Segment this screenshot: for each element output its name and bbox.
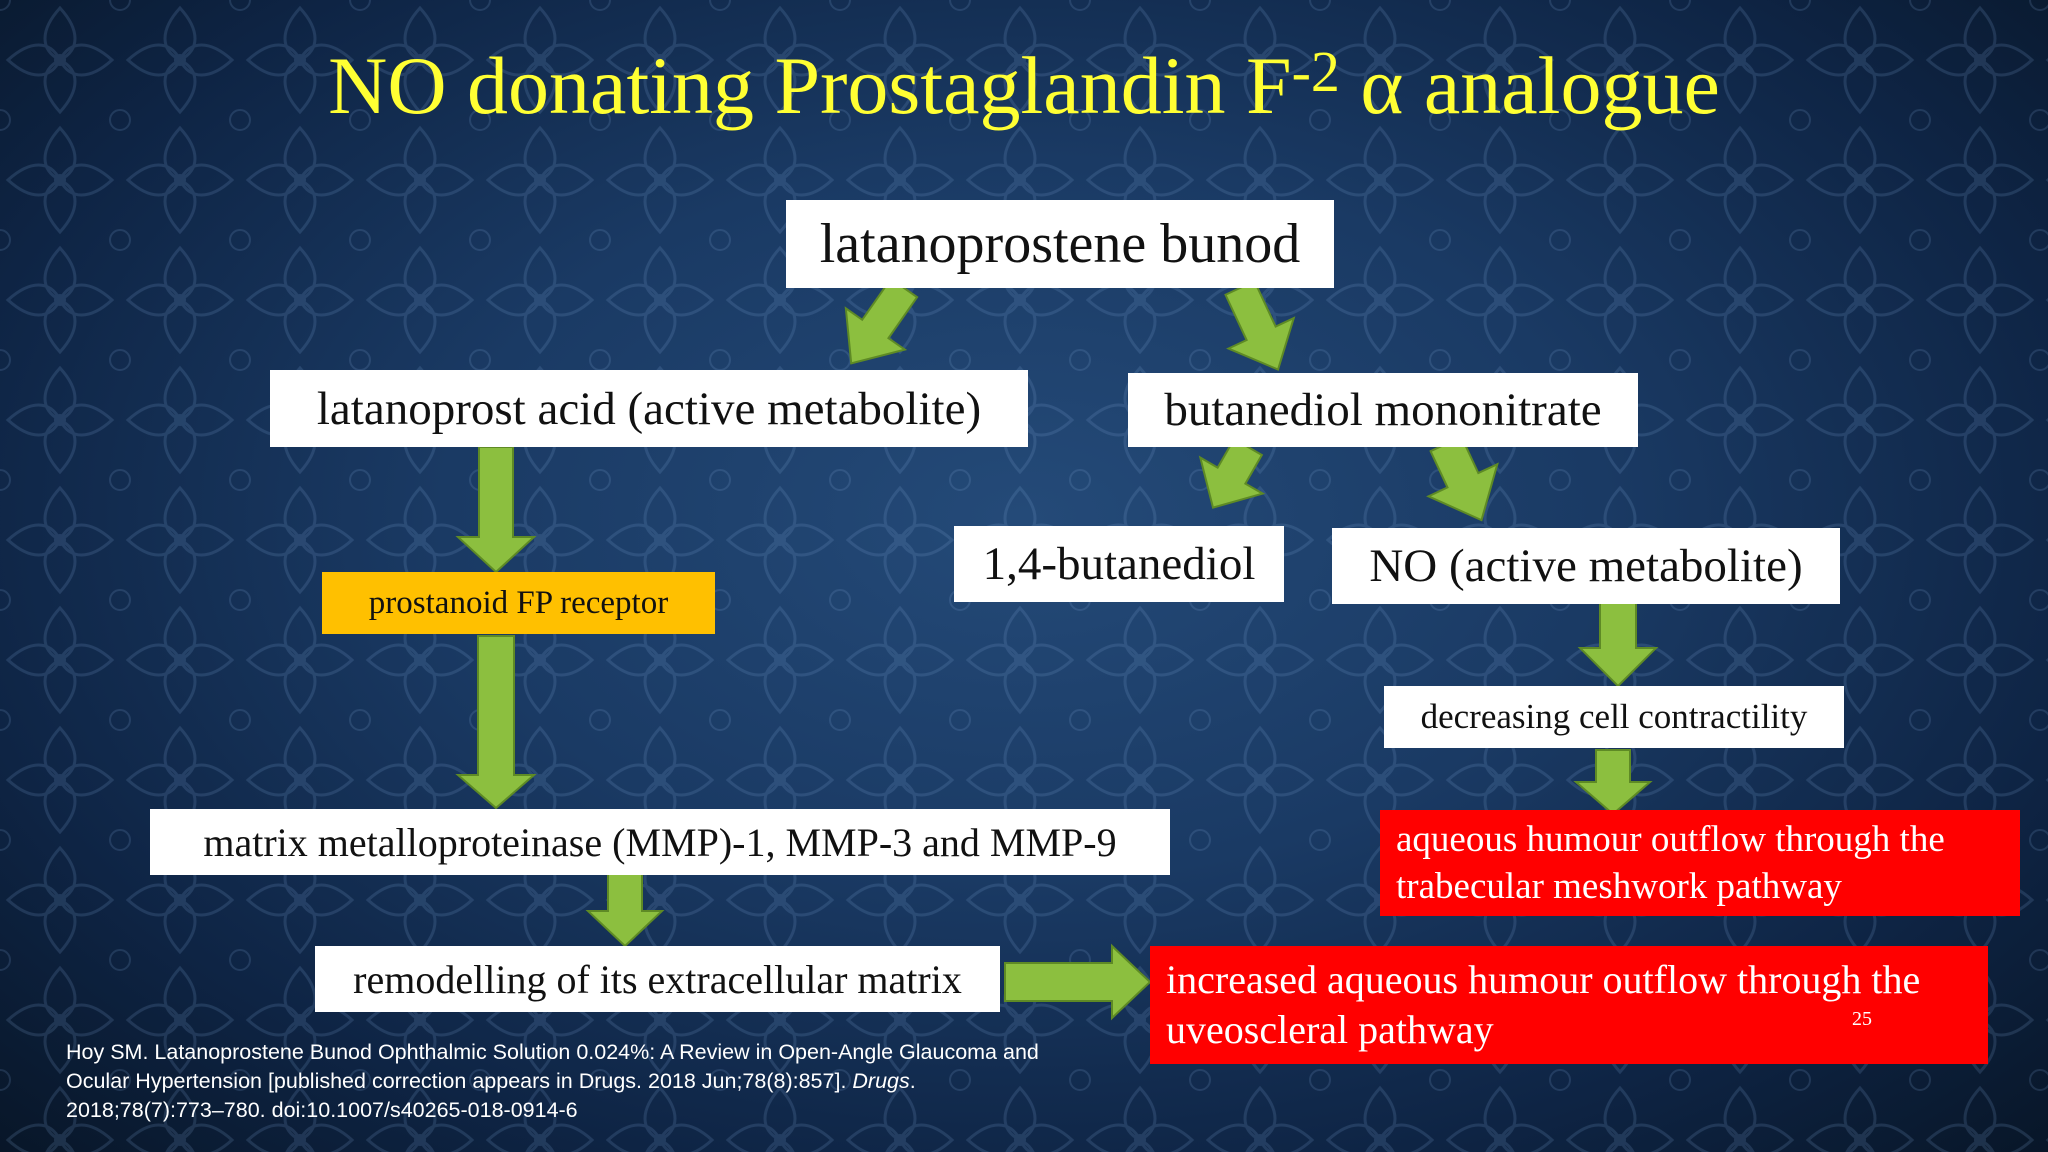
node-label: aqueous humour outflow through the trabe… (1396, 819, 1945, 907)
node-decreasing-cell-contractility: decreasing cell contractility (1384, 686, 1844, 748)
arrow-receptor-to-mmp (455, 635, 537, 810)
node-label: butanediol mononitrate (1164, 384, 1602, 436)
slide-title: NO donating Prostaglandin F-2 α analogue (0, 36, 2048, 136)
node-prostanoid-fp-receptor: prostanoid FP receptor (322, 572, 715, 634)
node-label: matrix metalloproteinase (MMP)-1, MMP-3 … (203, 819, 1117, 865)
page-number: 25 (1852, 1008, 1872, 1030)
node-uveoscleral-outflow: increased aqueous humour outflow through… (1150, 946, 1988, 1064)
node-label: latanoprostene bunod (819, 213, 1301, 275)
node-label: increased aqueous humour outflow through… (1166, 957, 1921, 1052)
node-label: 1,4-butanediol (982, 538, 1256, 590)
reference-journal: Drugs (852, 1069, 910, 1093)
node-label: remodelling of its extracellular matrix (353, 956, 962, 1002)
arrow-acid-to-receptor (455, 446, 537, 574)
node-mmp: matrix metalloproteinase (MMP)-1, MMP-3 … (150, 809, 1170, 875)
node-latanoprostene-bunod: latanoprostene bunod (786, 200, 1334, 288)
node-label: latanoprost acid (active metabolite) (316, 382, 982, 435)
node-label: decreasing cell contractility (1420, 697, 1808, 736)
node-butanediol-mononitrate: butanediol mononitrate (1128, 373, 1638, 447)
reference-details: . 2018;78(7):773–780. doi:10.1007/s40265… (66, 1069, 916, 1122)
node-no-active-metabolite: NO (active metabolite) (1332, 528, 1840, 604)
title-end: α analogue (1339, 40, 1720, 131)
arrow-mmp-to-remodelling (585, 871, 665, 948)
node-label: prostanoid FP receptor (368, 584, 669, 621)
arrow-root-to-nitrate (1224, 279, 1296, 371)
reference-text: Hoy SM. Latanoprostene Bunod Ophthalmic … (66, 1040, 1039, 1093)
node-latanoprost-acid: latanoprost acid (active metabolite) (270, 370, 1028, 447)
reference-citation: Hoy SM. Latanoprostene Bunod Ophthalmic … (66, 1038, 1056, 1125)
node-1-4-butanediol: 1,4-butanediol (954, 526, 1284, 602)
title-superscript: -2 (1291, 39, 1340, 104)
node-remodelling: remodelling of its extracellular matrix (315, 946, 1000, 1012)
arrow-contractility-to-trabecular (1573, 749, 1653, 816)
node-trabecular-outflow: aqueous humour outflow through the trabe… (1380, 810, 2020, 916)
arrow-no-to-contractility (1577, 602, 1659, 688)
title-main: NO donating Prostaglandin F (328, 40, 1292, 131)
node-label: NO (active metabolite) (1369, 540, 1803, 592)
arrow-remodelling-to-uveoscleral (1004, 943, 1152, 1021)
